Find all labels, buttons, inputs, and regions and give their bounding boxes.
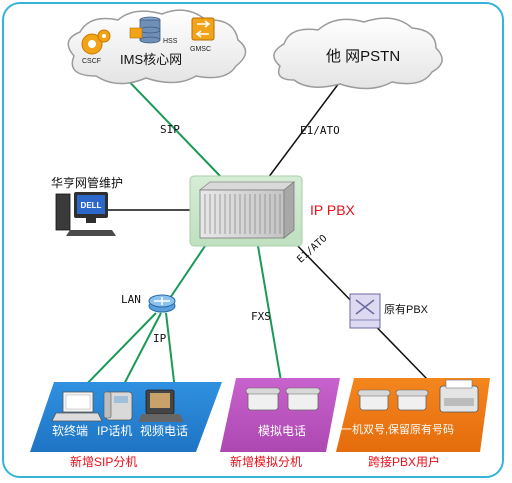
pstn-cloud: [273, 17, 443, 90]
svg-text:DELL: DELL: [81, 201, 102, 210]
gmsc-switch-icon: [191, 17, 215, 41]
ip-label: IP: [153, 332, 167, 345]
ip-phone-icon: [103, 391, 133, 421]
video-phone-label: 视频电话: [140, 424, 189, 438]
legacy-pbx-icon: [349, 293, 381, 329]
lan-label: LAN: [121, 293, 141, 306]
lan-phone-link: [120, 312, 162, 391]
pbx-trunk-zone: [336, 378, 490, 452]
legacy-pbx-label: 原有PBX: [384, 304, 429, 316]
analog-phone-icon: [245, 387, 321, 411]
sip-extension-zone: [30, 382, 222, 452]
hss-label: HSS: [163, 38, 178, 45]
video-phone-icon: [138, 389, 184, 422]
sip-link-label: SIP: [160, 123, 180, 136]
lan-link: [169, 245, 206, 299]
ims-core-label: IMS核心网: [120, 52, 183, 67]
trunk-phone-icon: [357, 389, 429, 411]
trunk-user-label: 一机双号,保留原有号码: [341, 424, 455, 436]
mgmt-label: 华亨网管维护: [51, 176, 124, 190]
lan-pc-link: [77, 312, 157, 394]
trunk-zone-caption: 跨接PBX用户: [368, 455, 441, 469]
cscf-label: CSCF: [82, 58, 102, 65]
softphone-label: 软终端: [52, 424, 89, 438]
lan-video-link: [165, 312, 176, 391]
management-pc-icon: DELL: [55, 192, 116, 236]
hss-database-icon: [129, 16, 161, 44]
link-lines: [77, 69, 429, 394]
pstn-label: 他 网PSTN: [326, 48, 401, 65]
analog-extension-zone: [220, 378, 340, 452]
analog-phone-label: 模拟电话: [258, 424, 307, 438]
sip-zone-caption: 新增SIP分机: [70, 455, 138, 469]
fax-machine-icon: [439, 379, 479, 413]
softphone-laptop-icon: [51, 391, 103, 422]
pstn-link: [267, 74, 346, 179]
pstn-e1-label: E1/ATO: [300, 124, 340, 137]
ip-pbx-label: IP PBX: [310, 202, 355, 218]
analog-zone-caption: 新增模拟分机: [230, 455, 303, 469]
fxs-link: [257, 245, 284, 394]
ip-pbx-device: [189, 175, 303, 247]
ims-cloud: [67, 9, 247, 85]
gmsc-label: GMSC: [190, 46, 211, 53]
ip-phone-label: IP话机: [97, 424, 133, 438]
sip-link: [117, 69, 223, 179]
cscf-gear-icon: [81, 29, 111, 55]
fxs-label: FXS: [251, 310, 271, 323]
lan-router-icon: [148, 294, 176, 313]
